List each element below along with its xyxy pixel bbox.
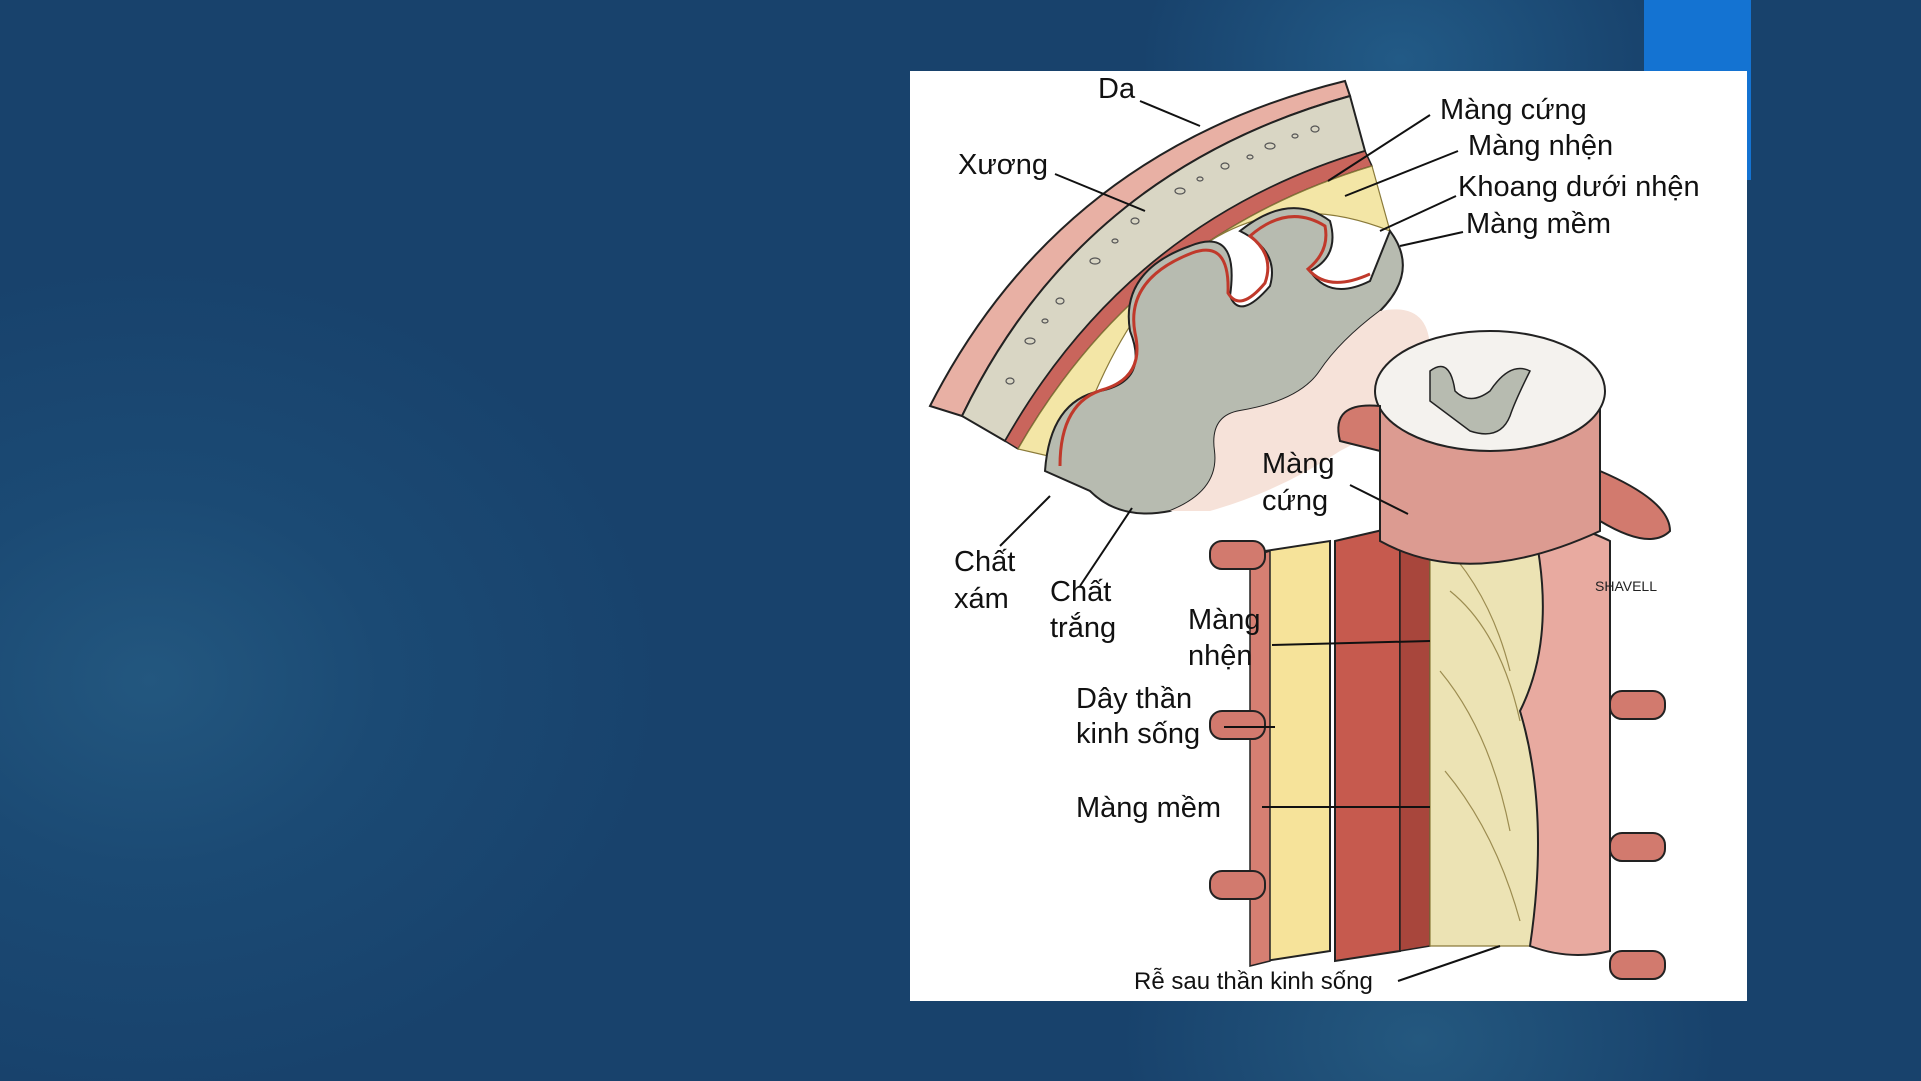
label-day-than-kinh-2: kinh sống [1076, 718, 1200, 750]
label-chat-xam-1: Chất [954, 546, 1015, 578]
label-mang-mem-top: Màng mềm [1466, 208, 1611, 240]
label-mang-nhen-spine-2: nhện [1188, 640, 1253, 672]
artist-signature: SHAVELL [1595, 578, 1657, 594]
label-mang-cung-spine-1: Màng [1262, 448, 1335, 480]
label-da: Da [1098, 73, 1136, 105]
meninges-diagram: SHAVELL Da Xương Màng cứng Màng nhện Kho… [910, 71, 1747, 1001]
label-mang-cung-top: Màng cứng [1440, 94, 1587, 126]
label-mang-nhen-top: Màng nhện [1468, 130, 1613, 162]
meninges-illustration: SHAVELL Da Xương Màng cứng Màng nhện Kho… [910, 71, 1747, 1001]
label-xuong: Xương [958, 149, 1048, 181]
label-mang-cung-spine-2: cứng [1262, 485, 1328, 517]
label-mang-nhen-spine-1: Màng [1188, 604, 1261, 636]
label-mang-mem-spine: Màng mềm [1076, 792, 1221, 824]
label-day-than-kinh-1: Dây thần [1076, 683, 1192, 715]
label-re-sau: Rễ sau thần kinh sống [1134, 968, 1373, 995]
label-chat-trang-2: trắng [1050, 611, 1116, 644]
label-khoang-duoi-nhen: Khoang dưới nhện [1458, 171, 1700, 203]
label-chat-trang-1: Chất [1050, 576, 1111, 608]
label-chat-xam-2: xám [954, 583, 1009, 615]
brain-section [930, 81, 1430, 514]
